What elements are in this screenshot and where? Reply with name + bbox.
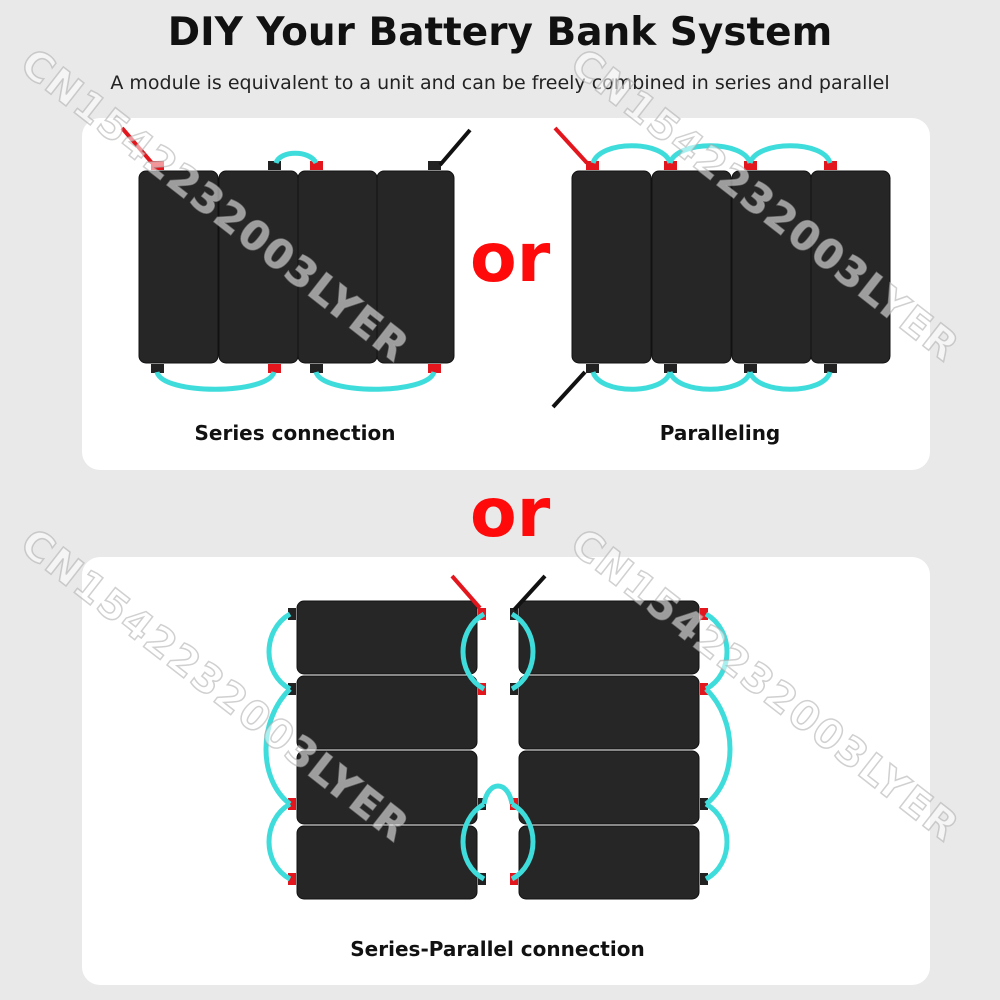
series-parallel-cable: [263, 687, 292, 806]
negative-terminal: [664, 364, 677, 373]
positive-terminal: [310, 161, 323, 170]
negative-terminal: [700, 798, 708, 810]
parallel-cable: [590, 143, 673, 165]
battery-module: [297, 170, 378, 364]
negative-lead: [438, 128, 472, 167]
parallel-cable: [590, 370, 673, 392]
parallel-diagram: [551, 126, 891, 409]
series-parallel-cable: [510, 801, 536, 882]
negative-terminal: [151, 364, 164, 373]
battery-module: [731, 170, 812, 364]
negative-terminal: [744, 364, 757, 373]
positive-terminal: [268, 364, 281, 373]
positive-lead: [553, 126, 589, 165]
positive-terminal: [700, 608, 708, 620]
series-parallel-diagram: [263, 574, 733, 900]
positive-terminal: [744, 161, 757, 170]
series-parallel-cable: [460, 611, 486, 692]
positive-terminal: [428, 364, 441, 373]
parallel-caption: Paralleling: [659, 421, 781, 445]
positive-lead: [450, 574, 482, 610]
negative-lead: [551, 370, 587, 409]
series-cable: [154, 370, 277, 392]
battery-module: [518, 600, 700, 675]
series-parallel-cable: [510, 611, 536, 692]
parallel-cable: [667, 143, 753, 165]
series-cable: [313, 370, 437, 392]
battery-module: [296, 825, 478, 900]
page-title: DIY Your Battery Bank System: [167, 10, 833, 55]
series-parallel-cable: [266, 611, 292, 692]
series-parallel-cable: [704, 687, 733, 806]
negative-terminal: [824, 364, 837, 373]
negative-terminal: [428, 161, 441, 170]
negative-terminal: [310, 364, 323, 373]
battery-module: [296, 750, 478, 825]
parallel-cable: [747, 143, 833, 165]
or-label-middle: or: [470, 219, 551, 298]
page-subtitle: A module is equivalent to a unit and can…: [110, 72, 890, 94]
negative-terminal: [586, 364, 599, 373]
negative-terminal: [268, 161, 281, 170]
battery-module: [518, 750, 700, 825]
battery-module: [296, 675, 478, 750]
battery-module: [296, 600, 478, 675]
negative-terminal: [700, 873, 708, 885]
series-cable: [273, 150, 319, 165]
parallel-cable: [667, 370, 753, 392]
series-parallel-cable: [266, 801, 292, 882]
positive-terminal: [586, 161, 599, 170]
battery-module: [218, 170, 299, 364]
negative-terminal: [288, 608, 296, 620]
battery-module: [651, 170, 732, 364]
series-caption: Series connection: [194, 421, 396, 445]
battery-module: [810, 170, 891, 364]
battery-module: [376, 170, 455, 364]
series-parallel-caption: Series-Parallel connection: [350, 937, 645, 961]
series-parallel-cable: [704, 611, 730, 692]
positive-terminal: [824, 161, 837, 170]
positive-terminal: [151, 161, 164, 170]
positive-terminal: [288, 873, 296, 885]
battery-module: [518, 675, 700, 750]
series-parallel-cable: [704, 801, 730, 882]
or-label-lower: or: [470, 474, 551, 553]
battery-module: [138, 170, 219, 364]
positive-lead: [120, 126, 154, 165]
positive-terminal: [288, 798, 296, 810]
battery-module: [518, 825, 700, 900]
parallel-cable: [747, 370, 833, 392]
series-parallel-cable: [481, 783, 515, 805]
positive-terminal: [664, 161, 677, 170]
battery-module: [571, 170, 652, 364]
negative-terminal: [288, 683, 296, 695]
negative-lead: [512, 574, 547, 612]
bottom-panel: [82, 557, 930, 985]
series-parallel-cable: [460, 801, 486, 882]
series-diagram: [120, 126, 472, 392]
positive-terminal: [700, 683, 708, 695]
